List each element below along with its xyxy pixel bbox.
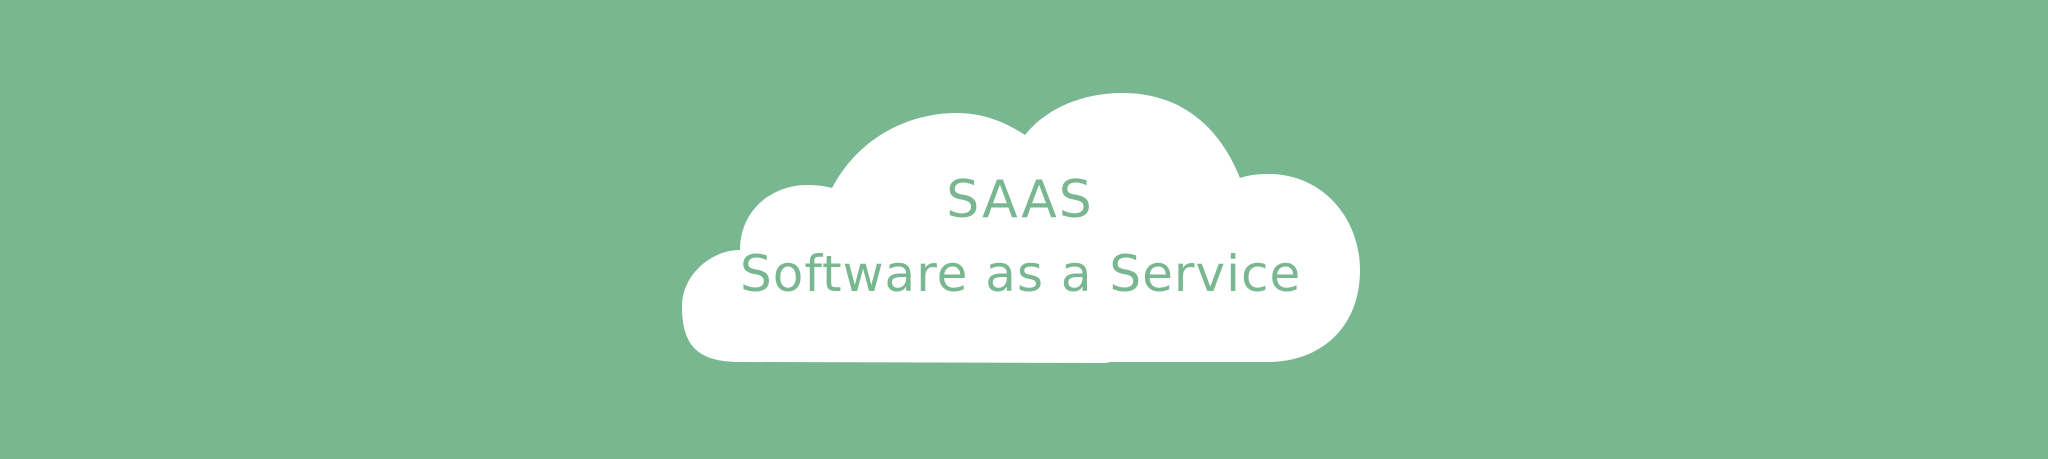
cloud-text: SAAS Software as a Service bbox=[740, 170, 1300, 304]
cloud-title: SAAS bbox=[946, 170, 1094, 230]
cloud-subtitle: Software as a Service bbox=[740, 245, 1302, 303]
